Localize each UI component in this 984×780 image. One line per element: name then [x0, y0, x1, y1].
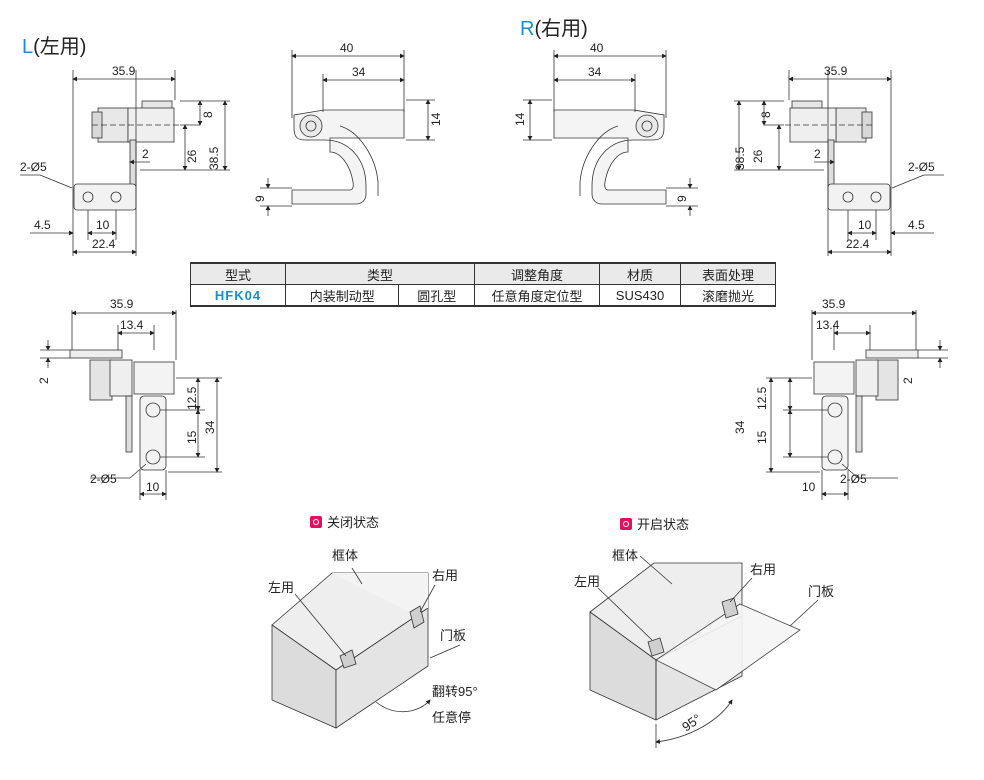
cabinet-open	[589, 555, 819, 748]
dim-34-mr: 34	[733, 420, 747, 434]
label-left-closed: 左用	[268, 580, 294, 595]
spec-data-row: HFK04 内装制动型 圆孔型 任意角度定位型 SUS430 滚磨抛光	[190, 284, 776, 307]
label-right-closed: 右用	[432, 568, 458, 583]
cabinet-closed	[271, 567, 461, 729]
dim-12-5-ml: 12.5	[185, 386, 199, 410]
dim-2-tr: 2	[814, 147, 821, 161]
dim-13-4-ml: 13.4	[120, 318, 144, 332]
title-right: R(右用)	[520, 12, 588, 41]
drawing-r-front	[766, 310, 948, 500]
illustration-labels: 框体 左用 右用 门板 翻转95° 任意停 框体 左用 右用 门板 95°	[268, 548, 834, 734]
dim-hole-ml: 2-Ø5	[90, 472, 117, 486]
dim-9-r: 9	[675, 195, 689, 202]
label-frame-open: 框体	[612, 548, 638, 563]
dim-hole-mr: 2-Ø5	[840, 472, 867, 486]
title-right-letter: R	[520, 18, 535, 40]
spec-header-material: 材质	[599, 262, 681, 285]
dim-14-l: 14	[429, 112, 443, 126]
spec-header-model: 型式	[190, 262, 286, 285]
drawing-l-front	[40, 310, 222, 500]
drawing-l-top	[260, 50, 435, 216]
dim-35-9-mr: 35.9	[822, 297, 846, 311]
dim-35-9-ml: 35.9	[110, 297, 134, 311]
drawing-r-top	[523, 50, 698, 216]
dim-15-mr: 15	[755, 430, 769, 444]
drawing-r-side	[734, 70, 944, 256]
dim-10-tl: 10	[96, 218, 110, 232]
state-open: 开启状态	[620, 514, 689, 533]
spec-header-type: 类型	[285, 262, 475, 285]
dim-38-5-tl: 38.5	[207, 146, 221, 170]
spec-finish: 滚磨抛光	[680, 284, 776, 307]
dim-8-tl: 8	[201, 111, 215, 118]
dim-12-5-mr: 12.5	[755, 386, 769, 410]
dimension-labels: 35.9 8 26 38.5 2 2-Ø5 4.5 10 22.4 40 34 …	[20, 41, 935, 494]
title-right-text: (右用)	[534, 18, 588, 40]
title-left: L(左用)	[22, 30, 86, 59]
dim-10-mr: 10	[802, 480, 816, 494]
spec-material: SUS430	[599, 284, 681, 307]
dim-26-tr: 26	[751, 149, 765, 163]
state-closed-label: 关闭状态	[327, 515, 380, 530]
label-left-open: 左用	[574, 574, 600, 589]
dim-hole-tl: 2-Ø5	[20, 160, 47, 174]
dim-2-tl: 2	[142, 147, 149, 161]
dim-34-r: 34	[588, 65, 602, 79]
spec-header-finish: 表面处理	[680, 262, 776, 285]
dim-40-l: 40	[340, 41, 354, 55]
state-marker-icon	[310, 515, 322, 528]
state-marker-icon	[620, 517, 632, 530]
dim-2-ml: 2	[37, 377, 51, 384]
spec-header-angle: 调整角度	[474, 262, 600, 285]
dim-8-tr: 8	[759, 111, 773, 118]
label-angle: 95°	[679, 711, 704, 735]
label-stop: 任意停	[432, 710, 471, 725]
label-frame-closed: 框体	[332, 548, 358, 563]
dim-4-5-tr: 4.5	[908, 218, 925, 232]
dim-13-4-mr: 13.4	[816, 318, 840, 332]
dim-10-ml: 10	[146, 480, 160, 494]
dim-14-r: 14	[513, 112, 527, 126]
dim-38-5-tr: 38.5	[733, 146, 747, 170]
spec-model-code: HFK04	[190, 284, 286, 307]
spec-type-2: 圆孔型	[398, 284, 475, 307]
drawing-l-side	[20, 70, 230, 256]
dim-22-4-tl: 22.4	[92, 237, 116, 251]
dim-15-ml: 15	[185, 430, 199, 444]
dim-4-5-tl: 4.5	[34, 218, 51, 232]
title-left-letter: L	[22, 36, 34, 58]
dim-35-9-tl: 35.9	[112, 64, 136, 78]
dim-40-r: 40	[590, 41, 604, 55]
label-door-open: 门板	[808, 584, 834, 599]
state-closed: 关闭状态	[310, 512, 379, 531]
dim-2-mr: 2	[901, 377, 915, 384]
label-door-closed: 门板	[440, 628, 466, 643]
label-right-open: 右用	[750, 562, 776, 577]
label-flip: 翻转95°	[432, 684, 478, 699]
spec-table: 型式 类型 调整角度 材质 表面处理 HFK04 内装制动型 圆孔型 任意角度定…	[190, 262, 776, 307]
spec-header-row: 型式 类型 调整角度 材质 表面处理	[190, 262, 776, 285]
state-open-label: 开启状态	[637, 517, 690, 532]
dim-34-l: 34	[352, 65, 366, 79]
dim-22-4-tr: 22.4	[846, 237, 870, 251]
dim-35-9-tr: 35.9	[824, 64, 848, 78]
spec-type-1: 内装制动型	[284, 284, 400, 307]
dim-hole-tr: 2-Ø5	[908, 160, 935, 174]
title-left-text: (左用)	[33, 36, 87, 58]
dim-34-ml: 34	[203, 420, 217, 434]
dim-10-tr: 10	[858, 218, 872, 232]
spec-angle: 任意角度定位型	[474, 284, 600, 307]
dim-9-l: 9	[253, 195, 267, 202]
dim-26-tl: 26	[185, 149, 199, 163]
